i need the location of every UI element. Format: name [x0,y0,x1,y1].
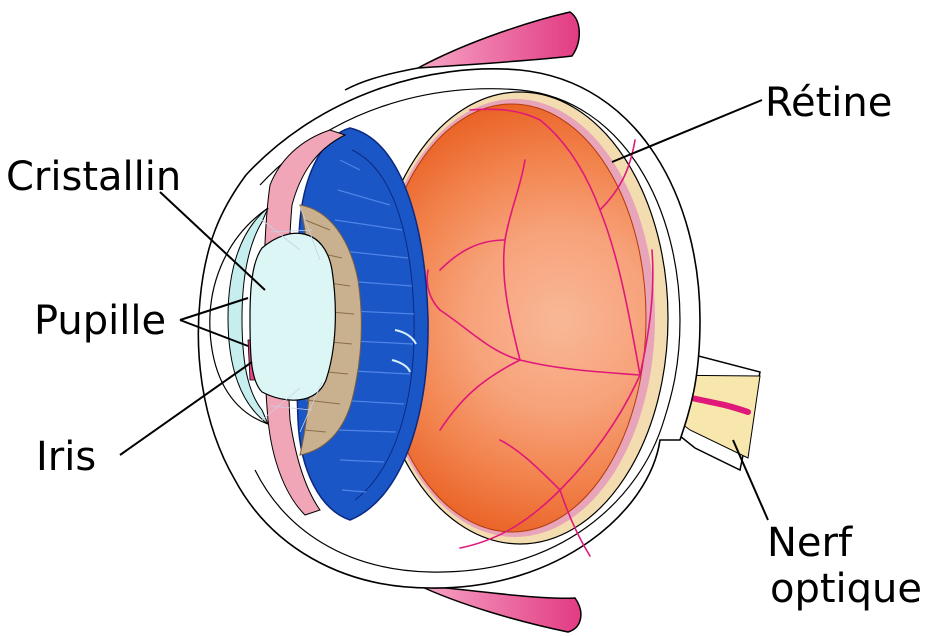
label-pupille: Pupille [34,298,166,344]
label-iris: Iris [36,434,96,480]
label-nerf: Nerf [767,520,853,566]
label-retine: Rétine [765,80,892,126]
label-cristallin: Cristallin [6,154,181,200]
label-optique: optique [770,566,922,612]
leader-nerf [733,440,768,520]
